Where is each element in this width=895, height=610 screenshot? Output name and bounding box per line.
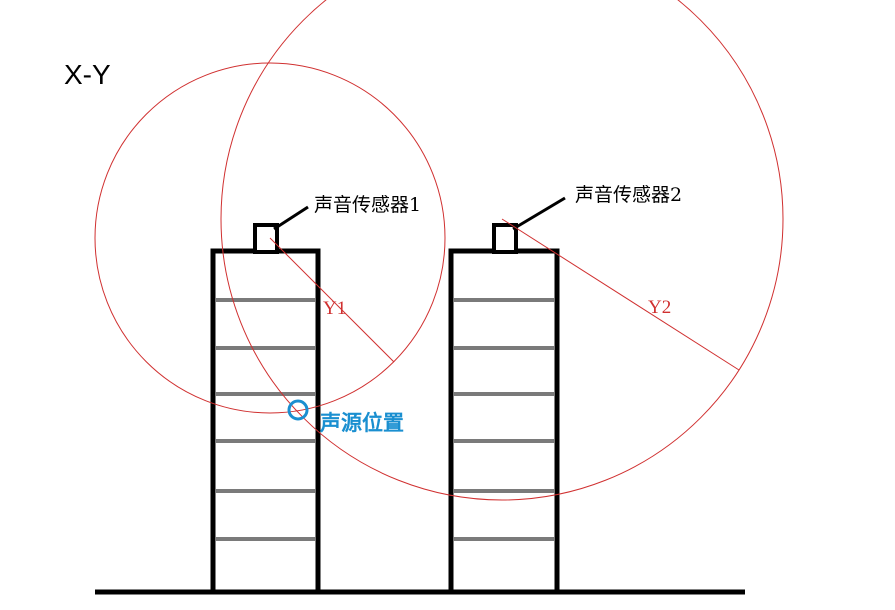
sensor-1-box <box>253 223 279 254</box>
sensor-2-box <box>492 223 518 254</box>
plane-title: X-Y <box>64 59 111 90</box>
building-2 <box>448 223 560 595</box>
radius-1-label: Y1 <box>323 298 346 319</box>
sensor-2-leader <box>512 196 566 231</box>
radius-line-2 <box>501 218 740 371</box>
sound-source-label: 声源位置 <box>319 410 404 435</box>
range-circle-1 <box>94 62 446 414</box>
sensor-2-label: 声音传感器2 <box>575 184 682 206</box>
building-1 <box>210 223 321 595</box>
radius-2-label: Y2 <box>648 297 671 318</box>
radius-line-1 <box>269 237 395 363</box>
sensor-1-leader <box>273 205 309 231</box>
sound-source-marker <box>287 399 309 421</box>
range-circle-2 <box>220 0 784 501</box>
sensor-1-label: 声音传感器1 <box>314 194 421 216</box>
